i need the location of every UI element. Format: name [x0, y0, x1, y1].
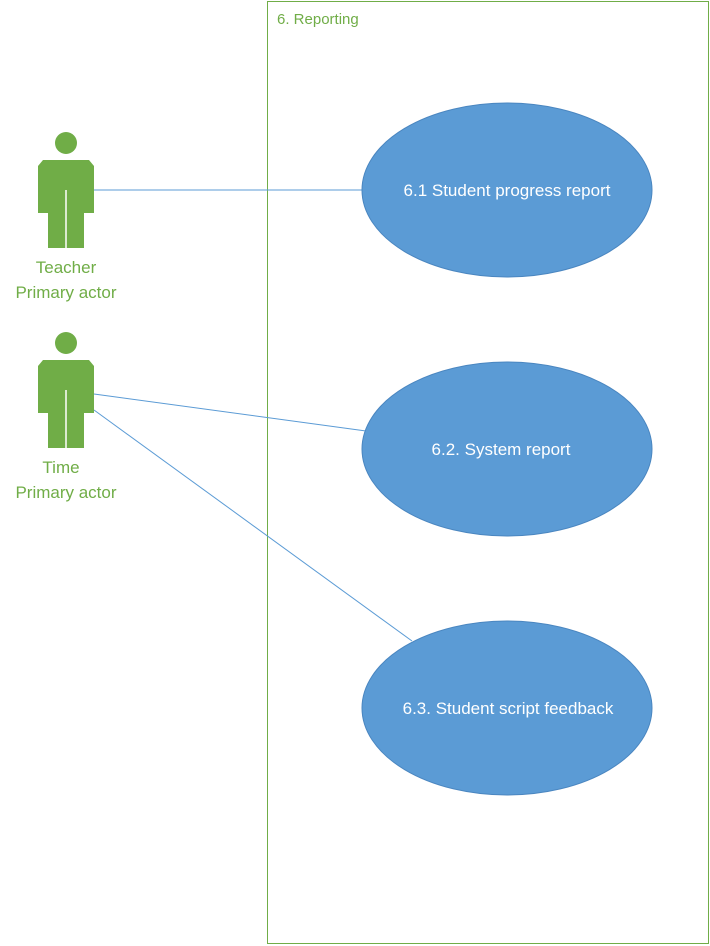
actor-teacher: Teacher Primary actor: [15, 132, 117, 302]
system-boundary-label: 6. Reporting: [277, 11, 359, 28]
association-time-uc3: [93, 409, 413, 642]
association-time-uc2: [93, 393, 367, 432]
actor-time-name: Time: [42, 458, 79, 477]
actor-time-role: Primary actor: [15, 483, 116, 502]
person-icon: [38, 132, 94, 248]
use-case-uc1-label: 6.1 Student progress report: [404, 181, 611, 200]
system-boundary: [267, 1, 709, 944]
use-case-uc2[interactable]: 6.2. System report: [361, 361, 653, 537]
actor-teacher-name: Teacher: [36, 258, 97, 277]
use-case-uc1[interactable]: 6.1 Student progress report: [361, 102, 653, 278]
actor-teacher-role: Primary actor: [15, 283, 116, 302]
actor-time: Time Primary actor: [15, 332, 117, 502]
use-case-uc3[interactable]: 6.3. Student script feedback: [361, 620, 653, 796]
use-case-uc3-label: 6.3. Student script feedback: [403, 699, 614, 718]
use-case-uc2-label: 6.2. System report: [432, 440, 571, 459]
person-icon: [38, 332, 94, 448]
